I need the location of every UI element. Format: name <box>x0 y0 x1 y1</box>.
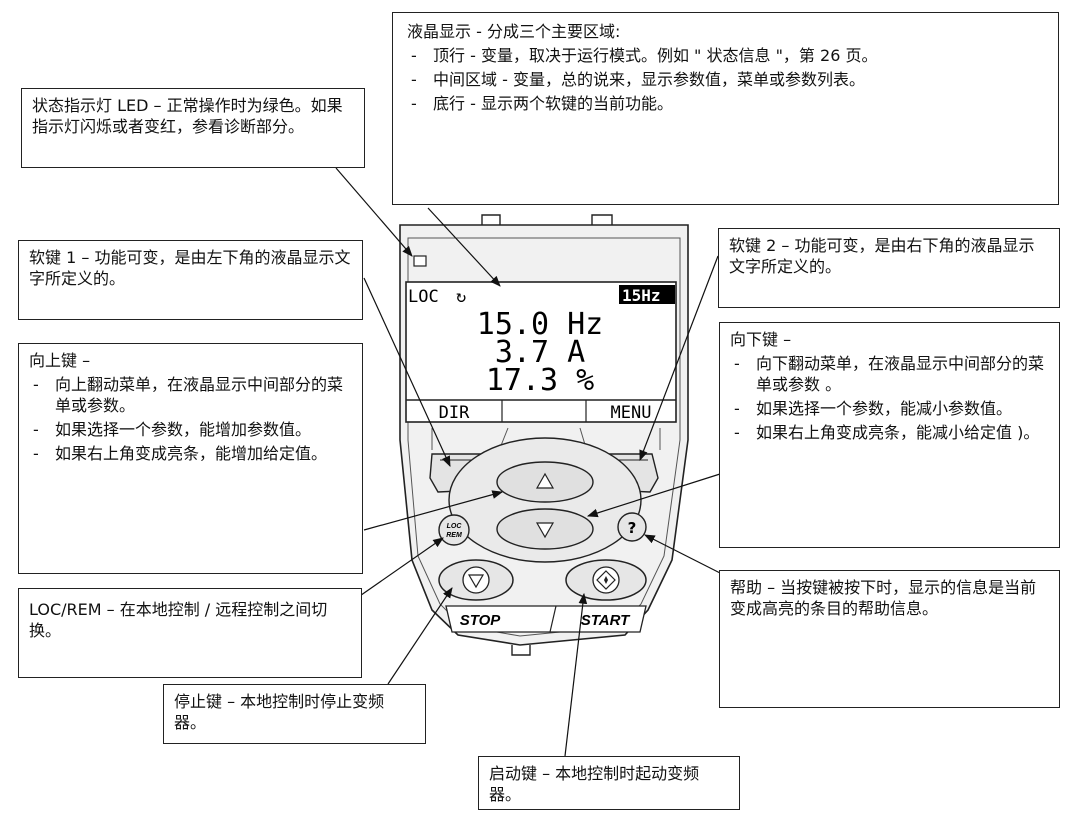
stop-triangle-icon <box>467 574 485 589</box>
callout-lcd-item: -底行 - 显示两个软键的当前功能。 <box>411 94 673 113</box>
leader-softkey-2 <box>639 255 719 462</box>
callout-status-led: 状态指示灯 LED – 正常操作时为绿色。如果指示灯闪烁或者变红，参看诊断部分。 <box>21 88 365 168</box>
leader-lcd <box>427 207 501 287</box>
callout-up-key-item: -如果右上角变成亮条，能增加给定值。 <box>33 444 328 463</box>
callout-loc-rem-text: LOC/REM – 在本地控制 / 远程控制之间切换。 <box>29 600 328 640</box>
callout-up-key-list: -向上翻动菜单，在液晶显示中间部分的菜单或参数。 -如果选择一个参数，能增加参数… <box>29 374 352 464</box>
stop-key-label: STOP <box>460 612 502 629</box>
callout-down-key-title: 向下键 – <box>730 330 792 349</box>
lcd-frame <box>405 281 677 423</box>
callout-lcd-item: -顶行 - 变量，取决于运行模式。例如 " 状态信息 "，第 26 页。 <box>411 46 878 65</box>
callout-up-key-title: 向上键 – <box>29 351 91 370</box>
callout-help: 帮助 – 当按键被按下时，显示的信息是当前变成高亮的条目的帮助信息。 <box>719 570 1060 708</box>
lcd-rotation-icon: ↻ <box>456 287 466 307</box>
callout-down-key: 向下键 – -向下翻动菜单，在液晶显示中间部分的菜单或参数 。 -如果选择一个参… <box>719 322 1060 548</box>
lcd-reference-text: 15Hz <box>622 286 661 305</box>
callout-down-key-item: -如果右上角变成亮条，能减小给定值 )。 <box>734 423 1040 442</box>
housing-tab-bottom <box>511 645 531 656</box>
leader-loc-rem <box>353 537 444 601</box>
callout-up-key: 向上键 – -向上翻动菜单，在液晶显示中间部分的菜单或参数。 -如果选择一个参数… <box>18 343 363 574</box>
lcd-value-line-1: 15.0 Hz <box>477 307 603 342</box>
lcd-softkey-right-text: MENU <box>611 403 652 423</box>
leader-led <box>335 167 413 257</box>
loc-rem-top-label: LOC <box>447 523 463 530</box>
up-arrow-icon <box>535 472 555 489</box>
lcd-softkey-left-text: DIR <box>439 403 470 423</box>
callout-softkey-1-text: 软键 1 – 功能可变，是由左下角的液晶显示文字所定义的。 <box>29 248 351 288</box>
callout-help-text: 帮助 – 当按键被按下时，显示的信息是当前变成高亮的条目的帮助信息。 <box>730 578 1037 618</box>
status-led <box>413 255 427 267</box>
lcd-mode-text: LOC <box>408 287 439 307</box>
start-button[interactable] <box>565 559 647 601</box>
callout-lcd-list: -顶行 - 变量，取决于运行模式。例如 " 状态信息 "，第 26 页。 -中间… <box>407 45 1044 114</box>
label-strip-divider <box>549 605 557 633</box>
callout-up-key-item: -如果选择一个参数，能增加参数值。 <box>33 420 312 439</box>
callout-softkey-2: 软键 2 – 功能可变，是由右下角的液晶显示文字所定义的。 <box>718 228 1060 308</box>
callout-start-key: 启动键 – 本地控制时起动变频器。 <box>478 756 740 810</box>
start-diamond-inner-icon <box>604 576 608 584</box>
leader-stop <box>387 587 453 685</box>
leader-lines <box>335 167 723 757</box>
callout-start-key-text: 启动键 – 本地控制时起动变频器。 <box>489 764 700 804</box>
leader-up-key <box>363 490 504 531</box>
lcd-value-line-2: 3.7 A <box>495 335 585 370</box>
lcd-screen: LOC ↻ 15Hz 15.0 Hz 3.7 A 17.3 % DIR MENU <box>405 281 677 423</box>
leader-help <box>644 534 723 575</box>
leader-softkey-1 <box>363 277 451 467</box>
down-arrow-icon <box>535 522 555 539</box>
callout-stop-key-text: 停止键 – 本地控制时停止变频器。 <box>174 692 385 732</box>
leader-down-key <box>586 473 721 518</box>
callout-loc-rem: LOC/REM – 在本地控制 / 远程控制之间切换。 <box>18 588 362 678</box>
up-arrow-button[interactable] <box>496 461 594 503</box>
leader-start <box>564 592 588 757</box>
help-button[interactable]: ? <box>617 512 647 542</box>
callout-lcd-display: 液晶显示 - 分成三个主要区域: -顶行 - 变量，取决于运行模式。例如 " 状… <box>392 12 1059 205</box>
loc-rem-bottom-label: REM <box>446 532 462 539</box>
callout-stop-key: 停止键 – 本地控制时停止变频器。 <box>163 684 426 744</box>
lcd-reference-highlight <box>619 285 675 304</box>
loc-rem-button[interactable]: LOC REM <box>438 514 470 546</box>
callout-down-key-list: -向下翻动菜单，在液晶显示中间部分的菜单或参数 。 -如果选择一个参数，能减小参… <box>730 353 1049 443</box>
callout-up-key-item: -向上翻动菜单，在液晶显示中间部分的菜单或参数。 <box>33 375 344 415</box>
callout-status-led-text: 状态指示灯 LED – 正常操作时为绿色。如果指示灯闪烁或者变红，参看诊断部分。 <box>32 96 343 136</box>
callout-lcd-item: -中间区域 - 变量，总的说来，显示参数值，菜单或参数列表。 <box>411 70 865 89</box>
housing-tab-left <box>481 214 501 225</box>
stop-button[interactable] <box>438 559 514 601</box>
callout-softkey-1: 软键 1 – 功能可变，是由左下角的液晶显示文字所定义的。 <box>18 240 363 320</box>
stop-start-label-strip <box>445 605 647 633</box>
start-key-label: START <box>581 612 631 629</box>
callout-down-key-item: -如果选择一个参数，能减小参数值。 <box>734 399 1013 418</box>
callout-down-key-item: -向下翻动菜单，在液晶显示中间部分的菜单或参数 。 <box>734 354 1045 394</box>
down-arrow-button[interactable] <box>496 508 594 550</box>
help-question-icon: ? <box>628 519 637 537</box>
lcd-value-line-3: 17.3 % <box>486 363 594 398</box>
callout-softkey-2-text: 软键 2 – 功能可变，是由右下角的液晶显示文字所定义的。 <box>729 236 1035 276</box>
housing-tab-right <box>591 214 613 225</box>
callout-lcd-title: 液晶显示 - 分成三个主要区域: <box>407 22 621 41</box>
